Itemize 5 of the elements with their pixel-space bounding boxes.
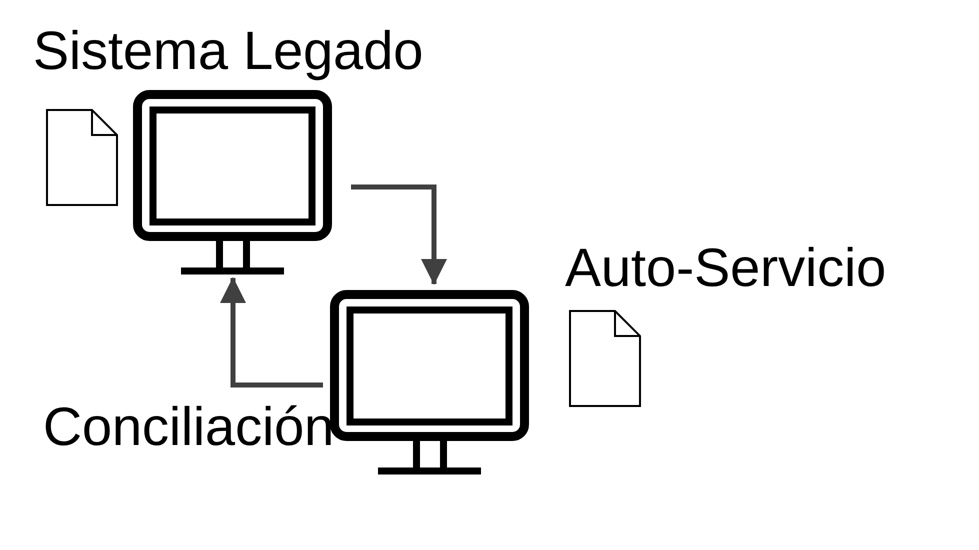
elbow-arrow <box>351 184 447 285</box>
process-label: Conciliación <box>43 400 334 454</box>
monitor-title: Auto-Servicio <box>565 241 886 295</box>
elbow-arrow <box>220 277 323 388</box>
monitor-title: Sistema Legado <box>33 24 424 78</box>
